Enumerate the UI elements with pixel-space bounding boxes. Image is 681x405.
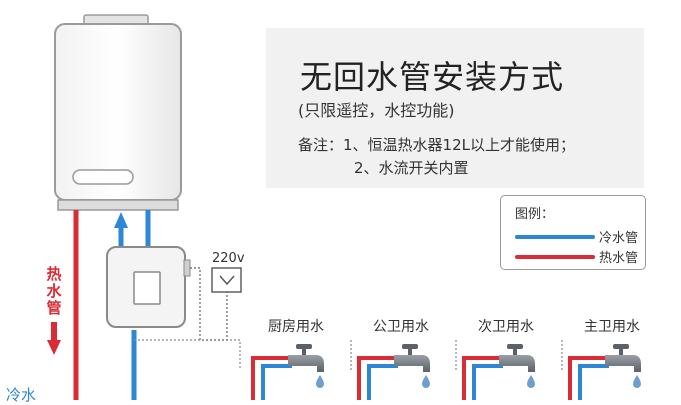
fixture-cold-pipe	[261, 364, 292, 400]
water-drop-icon	[422, 375, 430, 388]
flow-arrow-icon	[114, 212, 128, 228]
pump-controller	[106, 246, 191, 328]
voltage-label: 220v	[212, 251, 245, 266]
page-title: 无回水管安装方式	[300, 58, 565, 96]
subtitle: (只限遥控，水控功能)	[298, 101, 455, 120]
water-heater	[54, 14, 182, 211]
heater-bottom	[57, 199, 179, 211]
fixture-second-bath	[462, 344, 535, 400]
faucet-icon	[394, 344, 430, 372]
faucet-icon	[605, 344, 641, 372]
fixture-hot-pipe	[357, 356, 398, 400]
fixture-hot-pipe	[568, 356, 609, 400]
heater-display-slot	[72, 169, 134, 185]
water-drop-icon	[633, 375, 641, 388]
dashed-connector	[134, 339, 241, 370]
legend-hot-line	[515, 255, 595, 259]
fixture-hot-pipe	[251, 356, 292, 400]
fixture-cold-pipe	[472, 364, 503, 400]
fixture-master-bath	[568, 344, 641, 400]
fixture-public-bath	[357, 344, 430, 400]
fixture-cold-pipe	[578, 364, 609, 400]
legend-cold-line	[515, 235, 595, 239]
cold-pipe-label: 冷水	[6, 386, 37, 404]
note-line-1: 备注：1、恒温热水器12L以上才能使用；	[298, 136, 575, 154]
pump-side-knob	[183, 259, 191, 277]
faucet-icon	[288, 344, 324, 372]
legend: 图例： 冷水管 热水管	[500, 195, 646, 270]
flow-arrow-icon	[47, 340, 61, 355]
faucet-icon	[499, 344, 535, 372]
water-drop-icon	[527, 375, 535, 388]
fixture-hot-pipe	[462, 356, 503, 400]
pump-screen	[133, 271, 161, 305]
fixture-cold-pipe	[367, 364, 398, 400]
legend-title: 图例：	[515, 207, 555, 222]
fixture-label-master-bath: 主卫用水	[584, 319, 640, 335]
flow-arrow-shaft	[51, 322, 57, 342]
fixture-label-kitchen: 厨房用水	[268, 319, 324, 335]
hot-pipe-label: 热水管	[46, 265, 62, 317]
legend-hot-label: 热水管	[599, 251, 639, 266]
power-socket-icon	[211, 267, 242, 293]
fixture-label-public-bath: 公卫用水	[373, 319, 429, 335]
legend-cold-label: 冷水管	[599, 231, 639, 246]
note-line-2: 2、水流开关内置	[354, 159, 469, 177]
fixture-label-second-bath: 次卫用水	[478, 319, 534, 335]
fixture-kitchen	[251, 344, 324, 400]
water-drop-icon	[316, 375, 324, 388]
title-panel	[266, 28, 644, 188]
